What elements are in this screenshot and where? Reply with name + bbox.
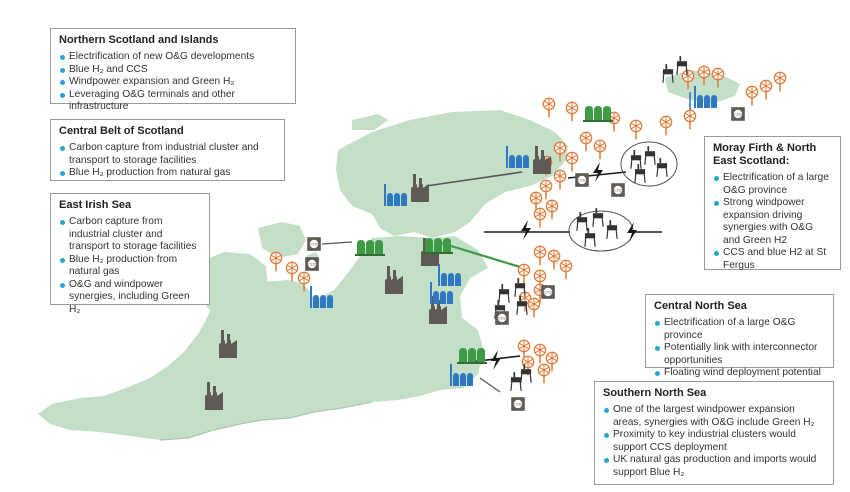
- southern-north-sea-box: Southern North Sea One of the largest wi…: [594, 381, 834, 485]
- green-hydrogen-tank-icon: [423, 238, 453, 254]
- list-item: Carbon capture from industrial cluster a…: [59, 142, 276, 167]
- wind-turbine-icon: [559, 259, 573, 281]
- list-item: Electrification of new O&G developments: [59, 51, 287, 64]
- co2-storage-icon: [611, 183, 625, 197]
- moray-cluster-ellipse: [620, 141, 678, 187]
- co2-storage-icon: [511, 397, 525, 411]
- oil-platform-icon: [630, 149, 642, 170]
- list-item: Proximity to key industrial clusters wou…: [603, 429, 825, 454]
- co2-storage-icon: [305, 257, 319, 271]
- list-item: Electrification of a large O&G province: [713, 172, 832, 197]
- wind-turbine-icon: [527, 297, 541, 319]
- oil-platform-icon: [510, 371, 522, 392]
- list-item: One of the largest windpower expansion a…: [603, 404, 825, 429]
- moray-firth-title: Moray Firth & North East Scotland:: [713, 142, 817, 167]
- lightning-icon: [491, 350, 501, 370]
- list-item: Blue H₂ production from natural gas: [59, 167, 276, 180]
- northern-ireland: [258, 222, 306, 258]
- list-item: Potentially link with interconnector opp…: [654, 342, 825, 367]
- moray-firth-list: Electrification of a large O&G province …: [713, 172, 832, 272]
- connection-lines: [321, 92, 691, 393]
- link-southern-platforms: [479, 377, 501, 393]
- wind-turbine-icon: [759, 79, 773, 101]
- green-hydrogen-tank-icon: [355, 240, 385, 256]
- lightning-icon: [521, 220, 531, 240]
- east-irish-sea-list: Carbon capture from industrial cluster a…: [59, 216, 201, 316]
- central-belt-list: Carbon capture from industrial cluster a…: [59, 142, 276, 180]
- central-belt-box: Central Belt of Scotland Carbon capture …: [50, 119, 285, 181]
- northern-scotland-box: Northern Scotland and Islands Electrific…: [50, 28, 296, 112]
- wind-turbine-icon: [285, 261, 299, 283]
- ireland: [192, 252, 268, 314]
- co2-storage-icon: [495, 311, 509, 325]
- oil-platform-icon: [634, 163, 646, 184]
- central-belt-title: Central Belt of Scotland: [59, 125, 184, 137]
- central-north-sea-list: Electrification of a large O&G province …: [654, 317, 825, 380]
- southern-north-sea-title: Southern North Sea: [603, 387, 707, 399]
- oil-platform-icon: [498, 283, 510, 304]
- wind-turbine-icon: [683, 109, 697, 131]
- southern-north-sea-list: One of the largest windpower expansion a…: [603, 404, 825, 479]
- list-item: Floating wind deployment potential: [654, 367, 825, 380]
- list-item: Windpower expansion and Green H₂: [59, 76, 287, 89]
- green-hydrogen-tank-icon: [457, 348, 487, 364]
- wind-turbine-icon: [533, 245, 547, 267]
- oil-platform-icon: [606, 219, 618, 240]
- england-wales: [38, 236, 488, 440]
- wind-turbine-icon: [542, 97, 556, 119]
- outer-hebrides: [352, 114, 388, 130]
- wind-turbine-icon: [533, 207, 547, 229]
- lightning-icon: [593, 162, 603, 182]
- wind-turbine-icon: [545, 199, 559, 221]
- list-item: Electrification of a large O&G province: [654, 317, 825, 342]
- east-irish-sea-box: East Irish Sea Carbon capture from indus…: [50, 193, 210, 315]
- list-item: Blue H₂ and CCS: [59, 64, 287, 77]
- list-item: Leveraging O&G terminals and other infra…: [59, 89, 287, 114]
- wind-turbine-icon: [565, 101, 579, 123]
- blue-hydrogen-tank-icon: [310, 286, 333, 308]
- east-irish-sea-title: East Irish Sea: [59, 199, 132, 211]
- wind-turbine-icon: [553, 169, 567, 191]
- central-north-sea-box: Central North Sea Electrification of a l…: [645, 294, 834, 378]
- wind-turbine-icon: [579, 131, 593, 153]
- northern-scotland-title: Northern Scotland and Islands: [59, 34, 219, 46]
- wind-turbine-icon: [565, 151, 579, 173]
- list-item: Blue H₂ production from natural gas: [59, 254, 201, 279]
- list-item: CCS and blue H2 at St Fergus: [713, 247, 832, 272]
- co2-storage-icon: [731, 107, 745, 121]
- list-item: Strong windpower expansion driving syner…: [713, 197, 832, 247]
- wind-turbine-icon: [533, 343, 547, 365]
- scotland: [336, 110, 568, 238]
- land-masses: [38, 70, 740, 441]
- list-item: O&G and windpower synergies, including G…: [59, 279, 201, 317]
- wind-turbine-icon: [659, 115, 673, 137]
- wind-turbine-icon: [593, 139, 607, 161]
- list-item: Carbon capture from industrial cluster a…: [59, 216, 201, 254]
- oil-platform-icon: [584, 227, 596, 248]
- pipeline-humber: [437, 240, 531, 272]
- co2-storage-icon: [307, 237, 321, 251]
- wind-turbine-icon: [537, 363, 551, 385]
- wind-turbine-icon: [269, 251, 283, 273]
- moray-firth-box: Moray Firth & North East Scotland: Elect…: [704, 136, 841, 272]
- green-hydrogen-tank-icon: [583, 106, 613, 122]
- list-item: UK natural gas production and imports wo…: [603, 454, 825, 479]
- wind-turbine-icon: [547, 249, 561, 271]
- central-north-sea-title: Central North Sea: [654, 300, 747, 312]
- wind-turbine-icon: [629, 119, 643, 141]
- oil-platform-icon: [644, 145, 656, 166]
- wind-turbine-icon: [745, 85, 759, 107]
- pipeline-central-belt: [425, 171, 523, 187]
- wind-turbine-icon: [773, 71, 787, 93]
- oil-platform-icon: [656, 157, 668, 178]
- northern-scotland-list: Electrification of new O&G developments …: [59, 51, 287, 114]
- co2-storage-icon: [575, 173, 589, 187]
- co2-storage-icon: [541, 285, 555, 299]
- cable-east-irish: [321, 241, 353, 245]
- wind-turbine-icon: [517, 263, 531, 285]
- coast-shadow: [159, 401, 373, 441]
